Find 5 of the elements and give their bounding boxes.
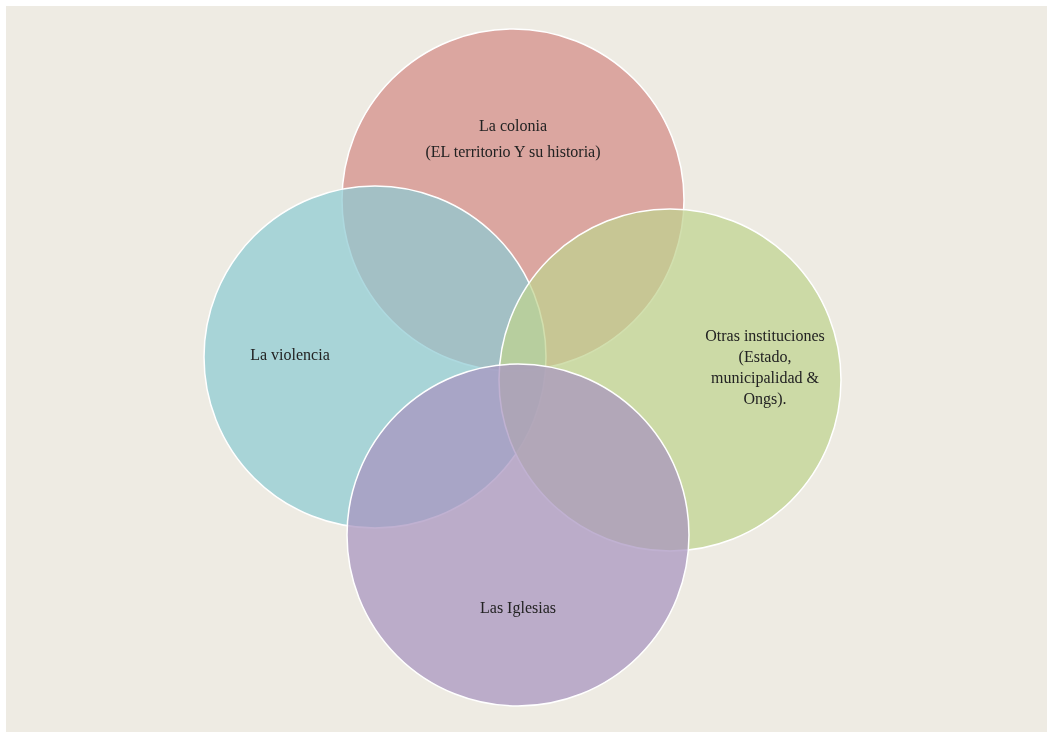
circle-label: (EL territorio Y su historia) <box>424 142 602 162</box>
circle-label: Las Iglesias <box>479 598 557 618</box>
circle-label: Otras instituciones (Estado, municipalidad & Ongs). <box>705 326 825 409</box>
circle-label: La violencia <box>249 345 331 365</box>
circle-label: La colonia <box>478 116 548 136</box>
